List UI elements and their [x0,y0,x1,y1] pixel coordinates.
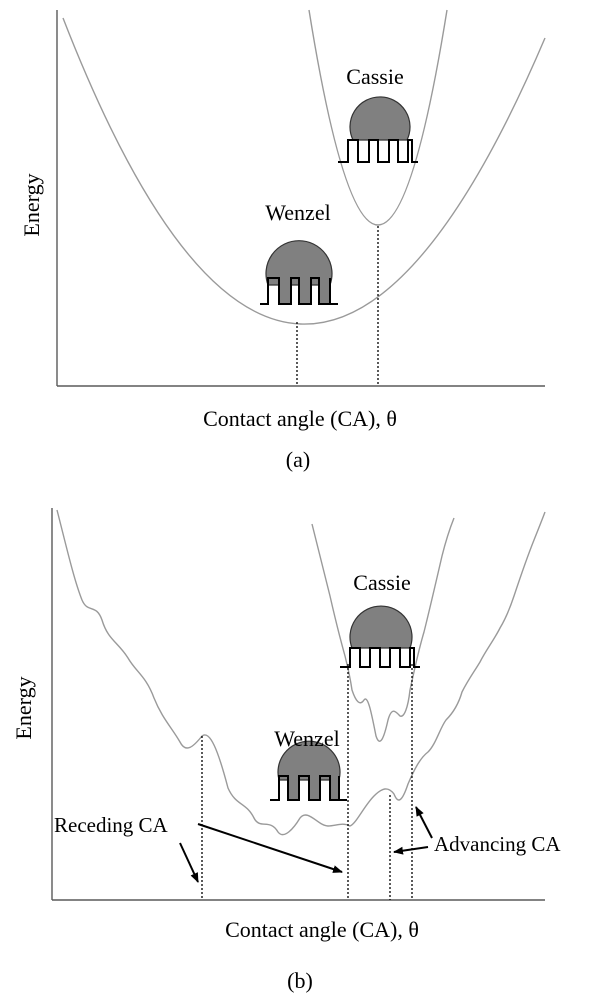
panel-a-caption: (a) [286,447,310,472]
panel-a-wenzel-energy-curve [62,17,546,325]
panel-a-cassie-energy-curve [308,9,448,226]
panel-a-y-axis-label: Energy [19,173,44,236]
panel-a: Energy Contact angle (CA), θ (a) Wenzel … [19,9,546,472]
panel-b-x-axis-label: Contact angle (CA), θ [225,917,419,942]
panel-b-receding-label: Receding CA [54,813,169,837]
panel-b-cassie-droplet-icon [340,605,420,668]
panel-b-cassie-label: Cassie [353,570,410,595]
panel-b-advancing-arrow-short [415,806,433,839]
panel-b-wenzel-label: Wenzel [274,726,339,751]
panel-a-cassie-label: Cassie [346,64,403,89]
panel-b-cassie-energy-curve [311,517,455,742]
panel-b-caption: (b) [287,968,313,993]
panel-b-advancing-label: Advancing CA [434,832,561,856]
panel-a-x-axis-label: Contact angle (CA), θ [203,406,397,431]
panel-b-receding-arrow-short [179,842,199,883]
panel-b-wenzel-energy-curve [56,509,546,836]
panel-b-wenzel-droplet-icon [270,740,347,801]
panel-b: Energy Contact angle (CA), θ (b) Wenzel … [11,508,561,993]
panel-a-cassie-droplet-icon [338,96,418,163]
panel-a-wenzel-label: Wenzel [265,200,330,225]
panel-b-receding-arrow-long [197,823,343,873]
panel-a-wenzel-droplet-icon [260,240,338,305]
panel-b-advancing-arrow-long [393,846,429,855]
panel-b-y-axis-label: Energy [11,676,36,739]
